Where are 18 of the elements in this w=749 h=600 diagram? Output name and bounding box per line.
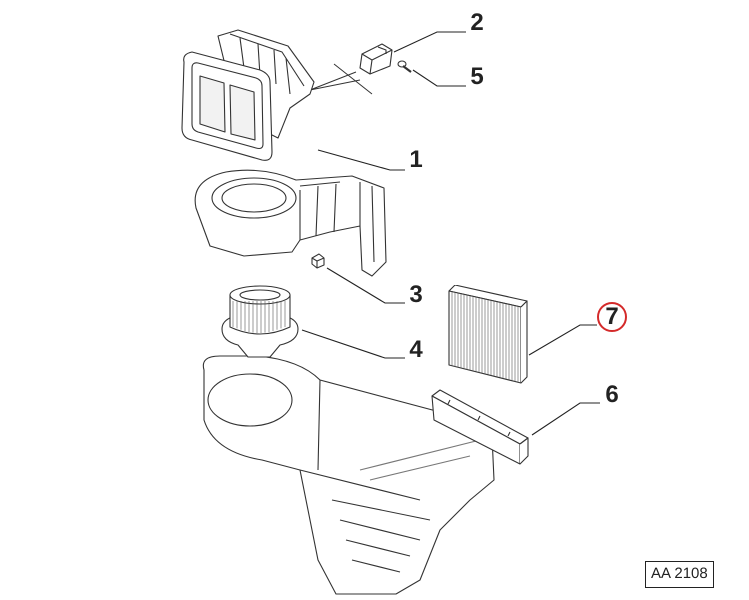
callout-number: 3 xyxy=(405,280,427,310)
leader-line xyxy=(412,70,466,87)
callout-number: 5 xyxy=(466,62,488,92)
drawing-code: AA 2108 xyxy=(645,561,714,588)
callout-number: 6 xyxy=(600,380,624,410)
leader-line xyxy=(318,149,405,171)
leader-line xyxy=(302,329,405,359)
leader-line xyxy=(394,31,466,52)
clip-drawing xyxy=(309,252,327,270)
leader-line xyxy=(532,402,600,436)
leader-line xyxy=(528,324,597,356)
callout-number: 2 xyxy=(466,8,488,38)
cabin-filter-drawing xyxy=(447,285,529,385)
callout-number: 7 xyxy=(597,302,627,332)
screw-drawing xyxy=(397,60,413,74)
leader-line xyxy=(326,268,405,304)
callout-number: 4 xyxy=(405,335,427,365)
callout-number: 1 xyxy=(405,145,427,175)
